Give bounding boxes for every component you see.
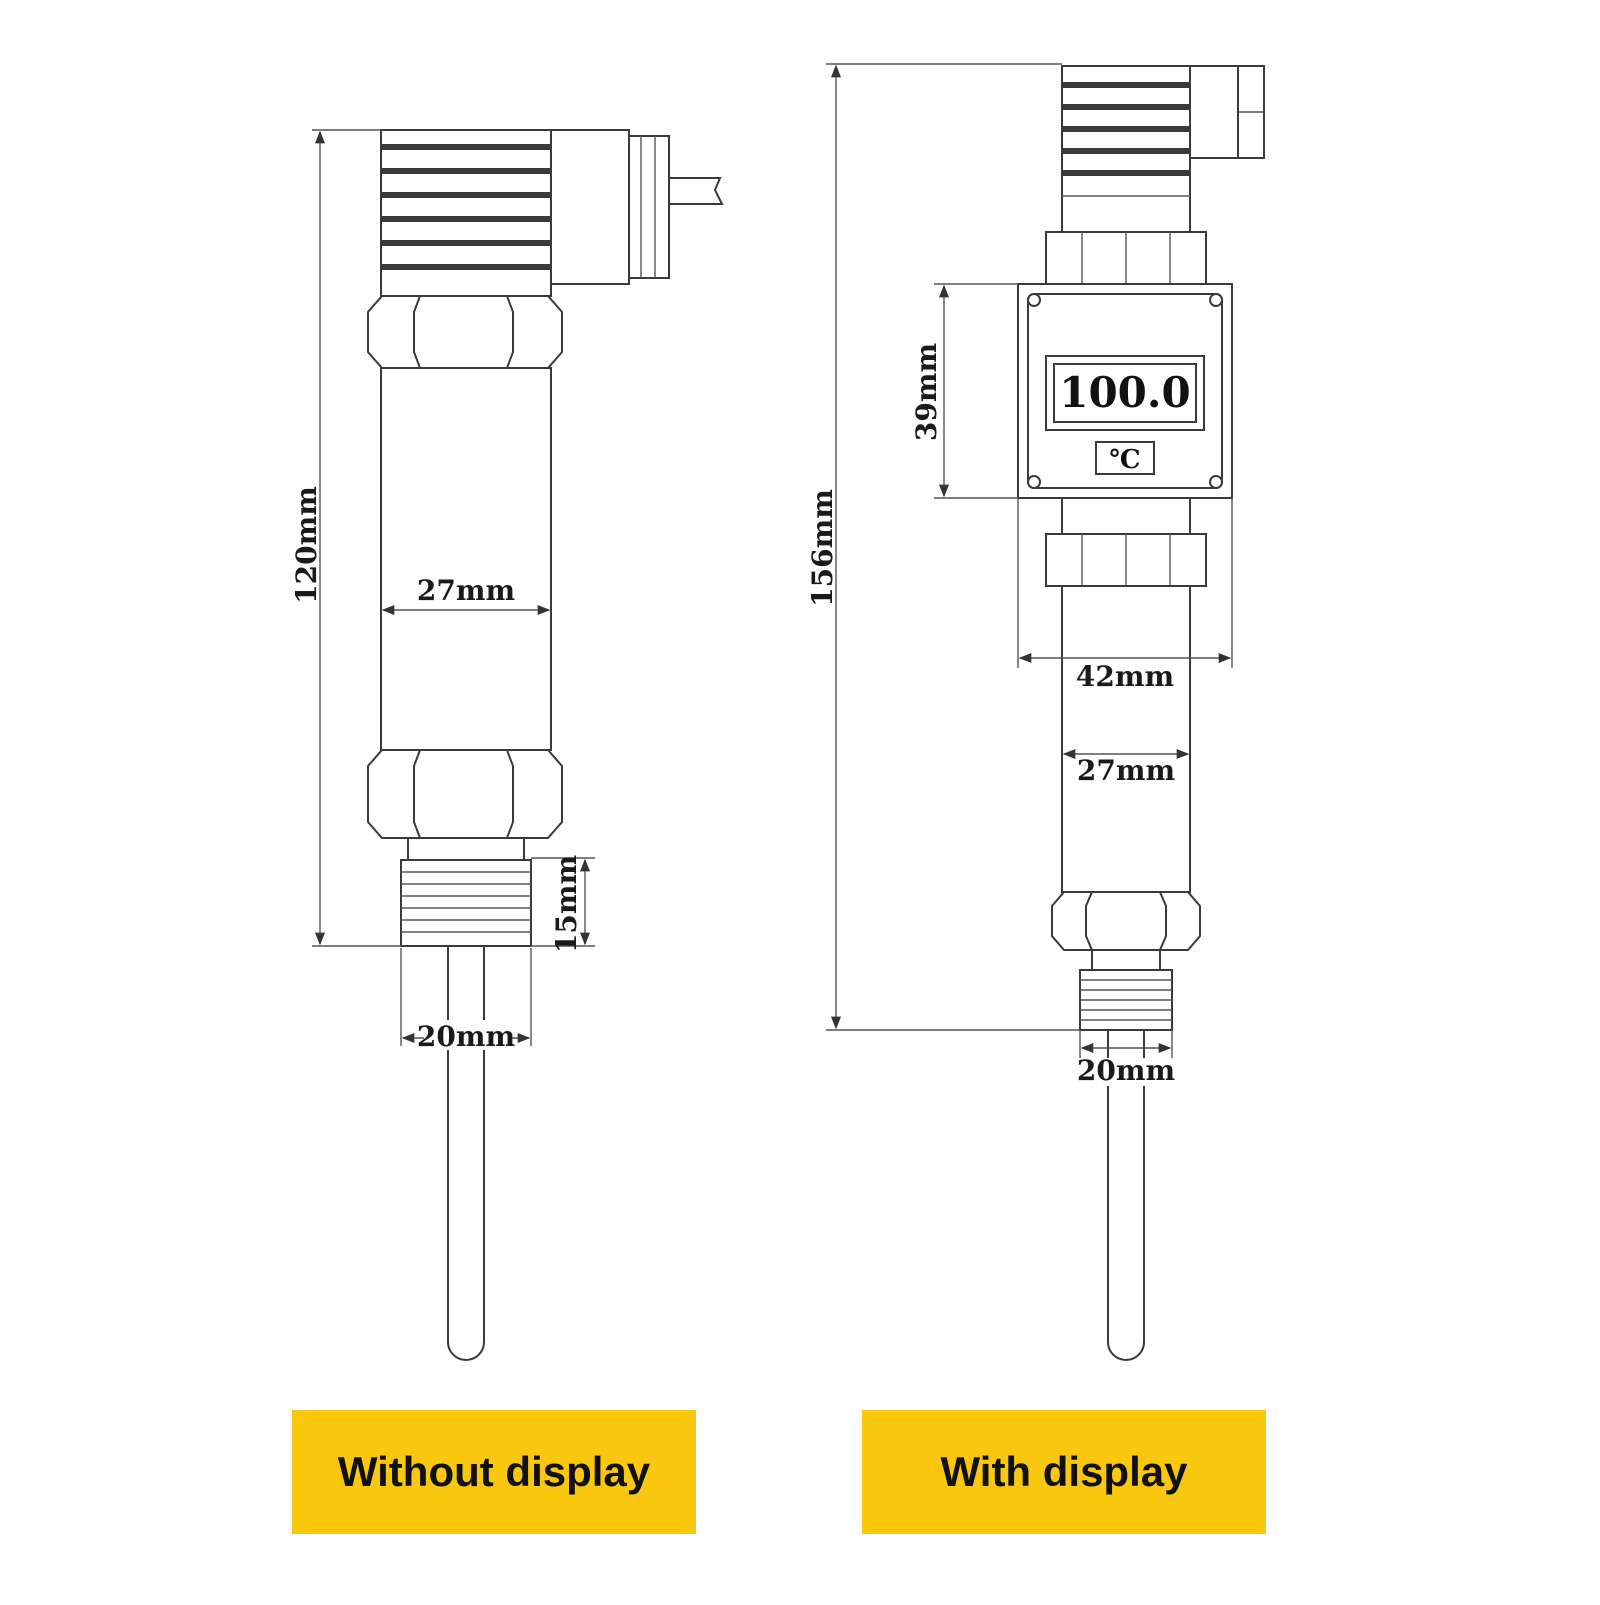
dim-thread-width-left: 20mm: [417, 1020, 515, 1053]
probe-right: [1107, 1029, 1145, 1361]
upper-collar-right: [1045, 231, 1207, 285]
body-tube-right: [1061, 585, 1191, 893]
ribbed-head-right: [1061, 65, 1191, 233]
dimensions-right: 156mm 39mm 42mm 27mm 20mm: [806, 63, 1233, 1087]
upper-hex-nut-left: [367, 295, 563, 369]
label-without-display: Without display: [292, 1410, 696, 1534]
screw-icon: [1027, 475, 1041, 489]
dim-display-width: 42mm: [1076, 660, 1174, 693]
body-tube-left: [380, 367, 552, 751]
cable-gland-left: [546, 129, 724, 285]
probe-left: [447, 945, 485, 1361]
transmitter-with-display: 100.0 ℃: [1017, 65, 1265, 1361]
screw-icon: [1027, 293, 1041, 307]
label-without-display-text: Without display: [337, 1448, 651, 1495]
dim-display-height: 39mm: [910, 343, 943, 441]
screw-icon: [1209, 475, 1223, 489]
thread-right: [1079, 949, 1173, 1031]
connector-box-right: [1185, 65, 1265, 159]
lower-hex-nut-left: [367, 749, 563, 839]
dimensions-left: 120mm 27mm 15mm 20mm: [290, 129, 595, 1053]
thread-left: [400, 837, 532, 947]
dim-body-width-right: 27mm: [1077, 754, 1175, 787]
transmitter-without-display: [367, 129, 724, 1361]
lower-collar-right: [1045, 497, 1207, 587]
lcd-reading: 100.0: [1059, 368, 1191, 417]
label-with-display: With display: [862, 1410, 1266, 1534]
ribbed-head-left: [380, 129, 552, 297]
dim-thread-length-left: 15mm: [550, 855, 583, 953]
dim-thread-width-right: 20mm: [1077, 1054, 1175, 1087]
display-housing: 100.0 ℃: [1017, 283, 1233, 499]
dim-body-width-left: 27mm: [417, 574, 515, 607]
screw-icon: [1209, 293, 1223, 307]
unit-label: ℃: [1109, 445, 1140, 475]
hex-nut-right: [1051, 891, 1201, 951]
dim-height-right: 156mm: [806, 489, 839, 607]
dim-height-left: 120mm: [290, 486, 323, 604]
label-with-display-text: With display: [940, 1448, 1188, 1495]
